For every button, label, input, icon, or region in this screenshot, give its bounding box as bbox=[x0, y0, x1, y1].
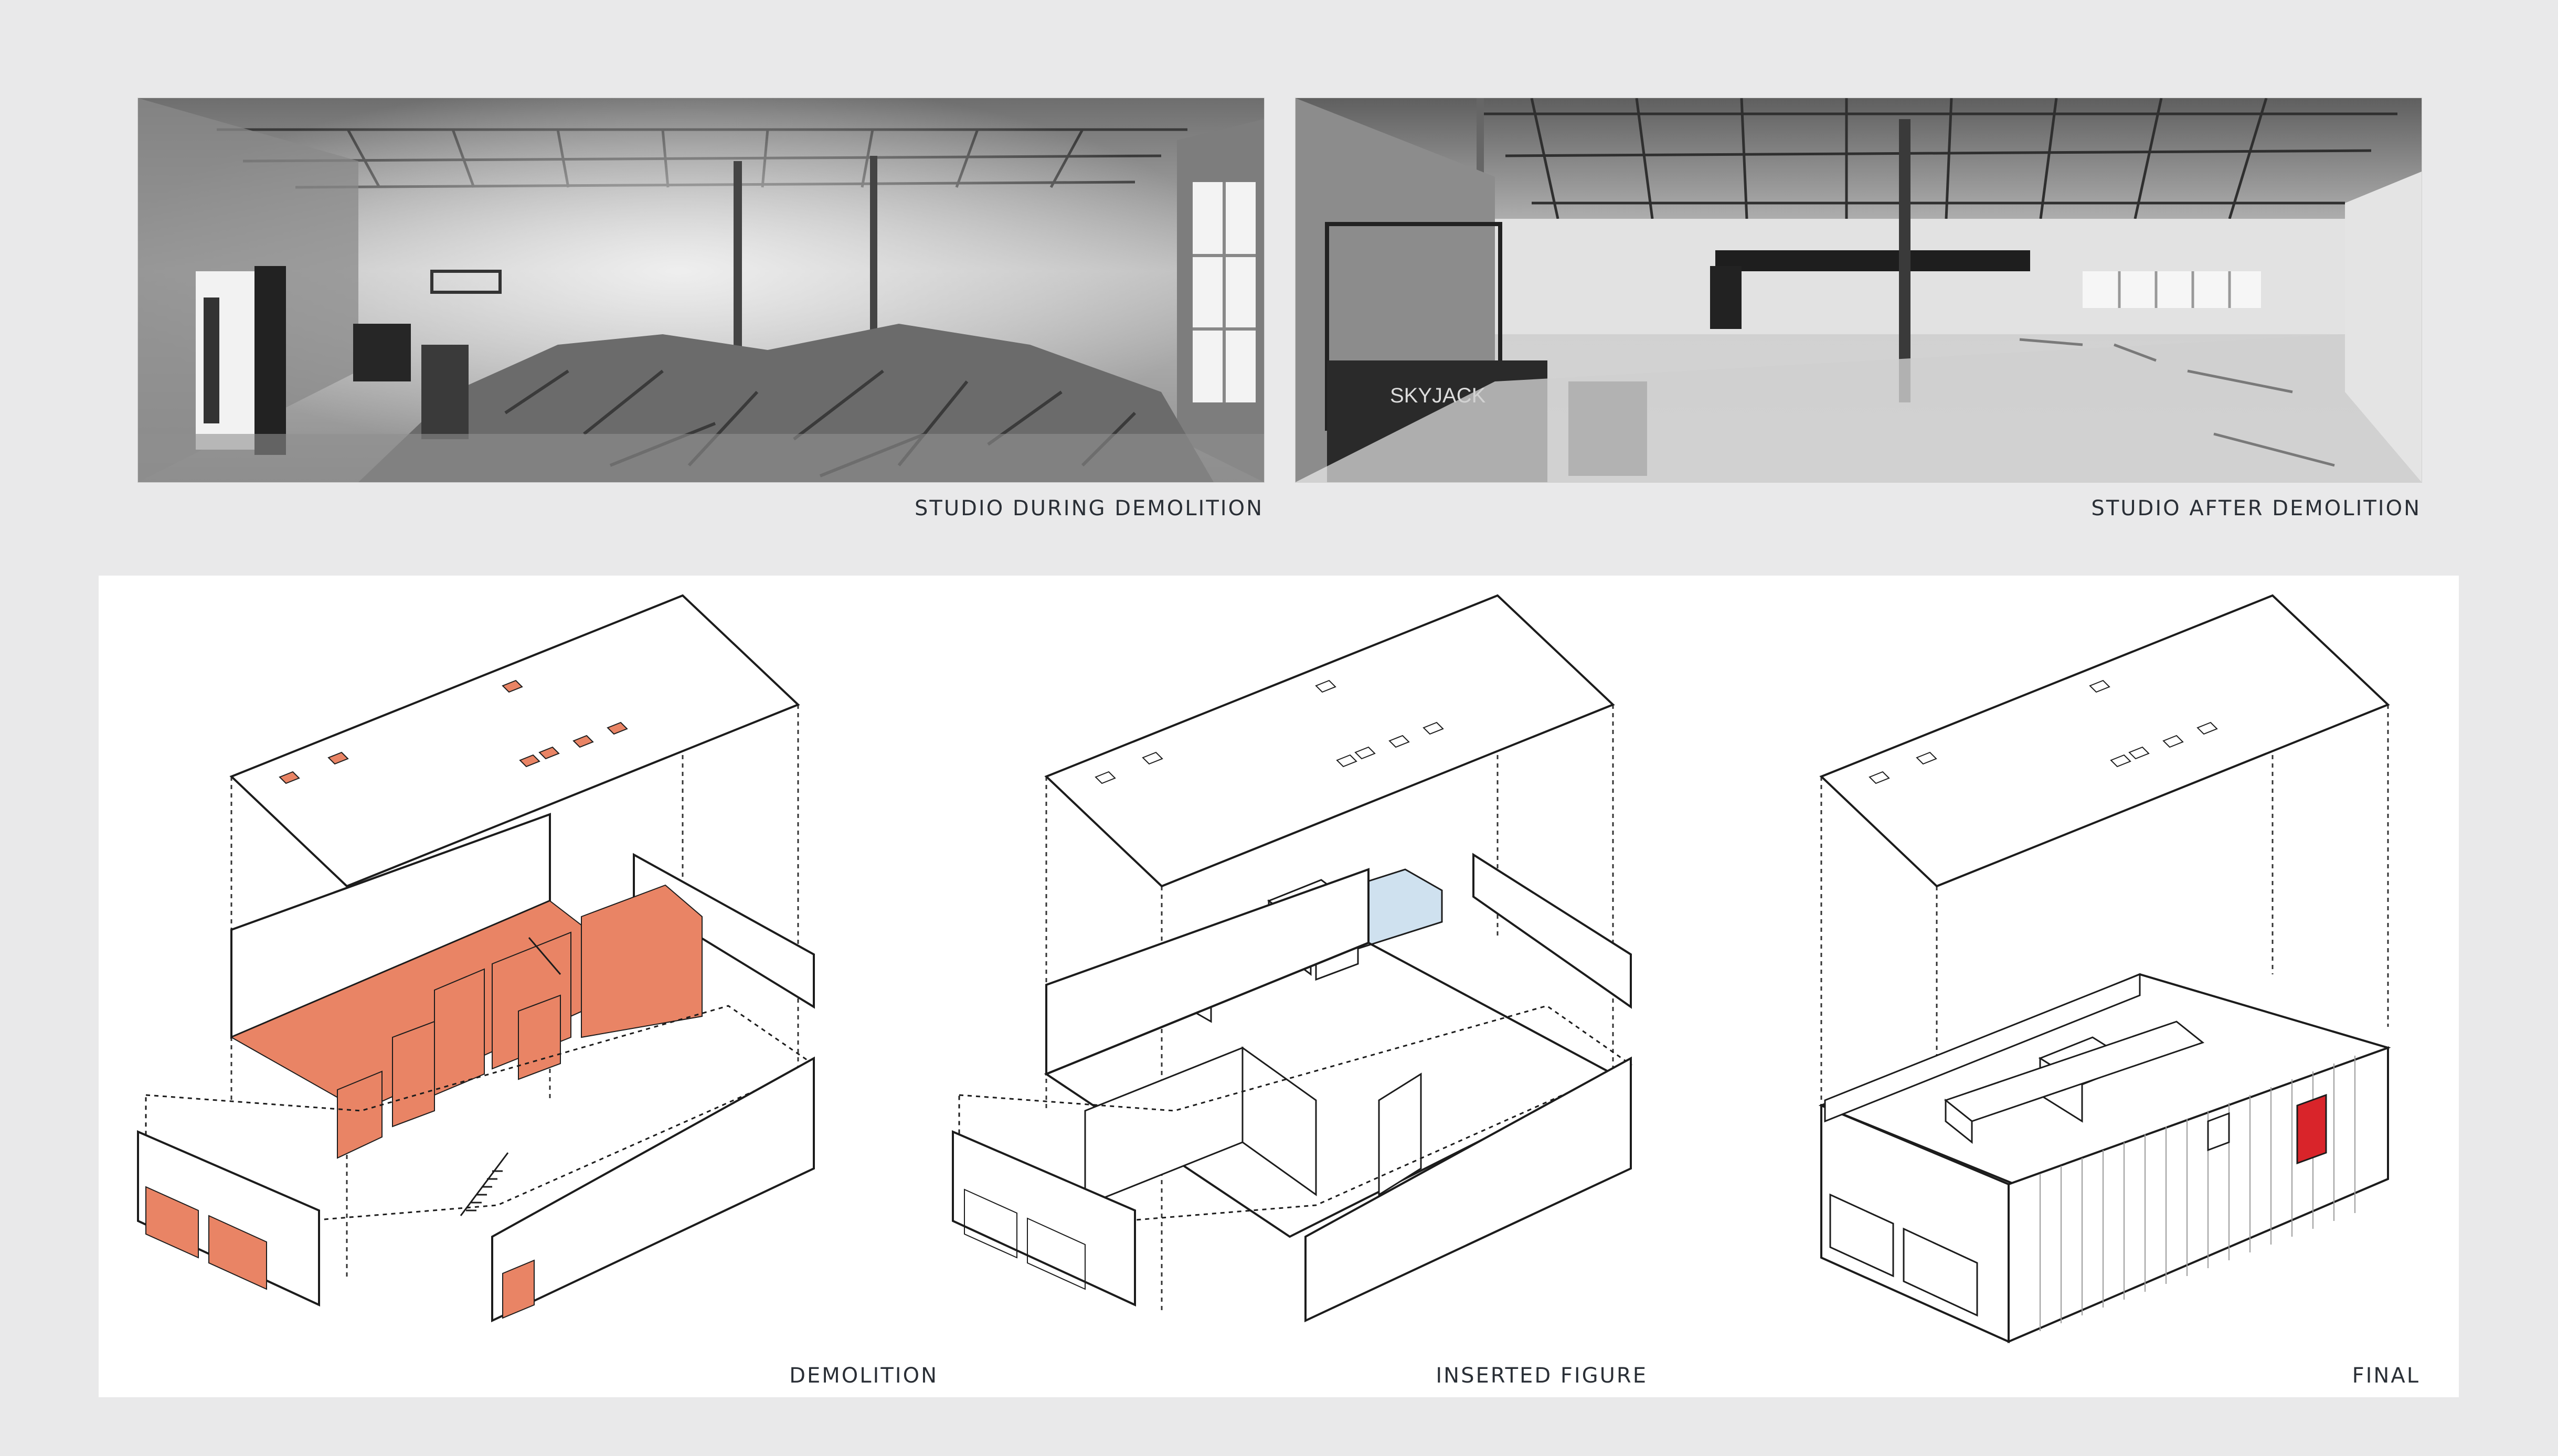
photo-studio-after-demolition: SKYJACK bbox=[1295, 98, 2422, 483]
caption-demolition: DEMOLITION bbox=[789, 1364, 938, 1388]
caption-inserted-figure: INSERTED FIGURE bbox=[1436, 1364, 1648, 1388]
diagram-inserted-figure bbox=[952, 594, 1633, 1323]
photo-studio-during-demolition bbox=[137, 98, 1265, 483]
photo-during-image bbox=[138, 98, 1264, 482]
diagram-demolition bbox=[137, 594, 816, 1323]
diagram-final bbox=[1818, 594, 2391, 1344]
caption-studio-during-demolition: STUDIO DURING DEMOLITION bbox=[915, 496, 1264, 520]
axonometric-panel: DEMOLITION INSERTED FIGURE FINAL bbox=[99, 576, 2459, 1397]
caption-studio-after-demolition: STUDIO AFTER DEMOLITION bbox=[2091, 496, 2421, 520]
caption-final: FINAL bbox=[2352, 1364, 2420, 1388]
axonometric-diagrams bbox=[137, 594, 2391, 1344]
photo-after-image: SKYJACK bbox=[1296, 98, 2422, 482]
